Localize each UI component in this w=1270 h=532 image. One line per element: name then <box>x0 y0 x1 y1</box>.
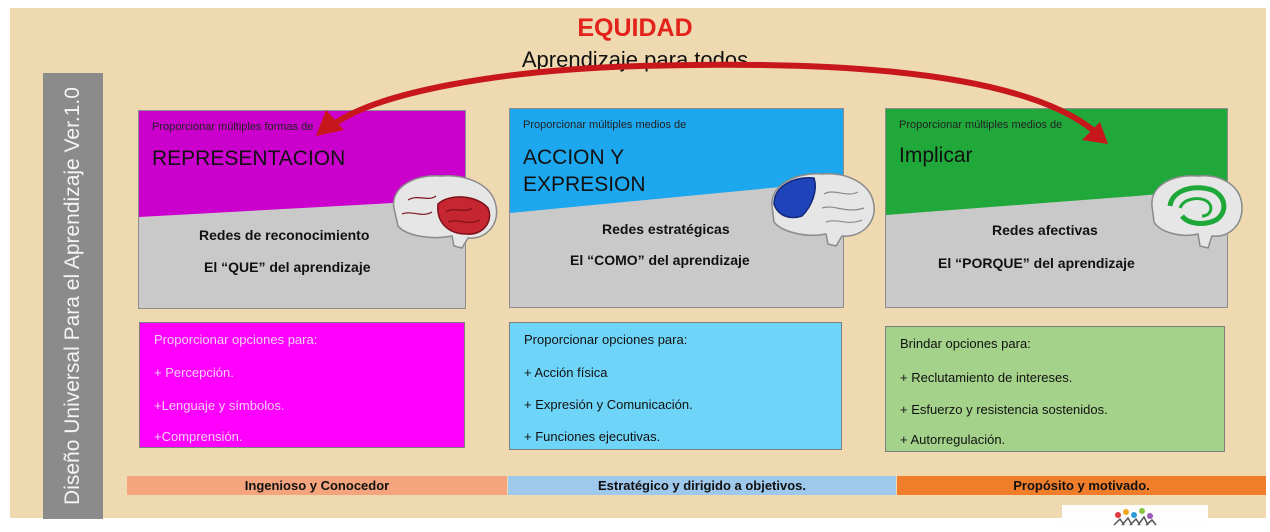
brain-temporal-lobe-icon <box>392 175 498 249</box>
option-item: +Lenguaje y símbolos. <box>154 398 285 413</box>
option-item: + Percepción. <box>154 365 234 380</box>
learning-what: El “COMO” del aprendizaje <box>570 252 750 268</box>
principle-intro: Proporcionar múltiples medios de <box>899 119 1063 131</box>
option-item: +Comprensión. <box>154 429 243 444</box>
principle-heading-line-1: ACCION Y <box>523 146 625 169</box>
learning-what: El “PORQUE” del aprendizaje <box>938 255 1135 271</box>
option-item: + Reclutamiento de intereses. <box>900 370 1073 385</box>
logo-panel <box>1062 505 1208 527</box>
option-item: + Funciones ejecutivas. <box>524 429 661 444</box>
learner-trait-band: Estratégico y dirigido a objetivos. <box>508 476 896 495</box>
principle-heading: Implicar <box>899 144 973 167</box>
options-title: Proporcionar opciones para: <box>154 332 318 347</box>
options-title: Brindar opciones para: <box>900 336 1031 351</box>
option-item: + Acción física <box>524 365 608 380</box>
colorful-people-logo-icon <box>1113 508 1157 526</box>
learner-trait-band: Ingenioso y Conocedor <box>127 476 507 495</box>
page-title: EQUIDAD <box>577 14 693 42</box>
network-name: Redes afectivas <box>992 222 1098 238</box>
learning-what: El “QUE” del aprendizaje <box>204 259 371 275</box>
options-box-representation: Proporcionar opciones para: + Percepción… <box>139 322 465 448</box>
principle-card-action: Proporcionar múltiples medios de ACCION … <box>509 108 844 308</box>
option-item: + Expresión y Comunicación. <box>524 397 693 412</box>
option-item: + Esfuerzo y resistencia sostenidos. <box>900 402 1108 417</box>
options-box-action: Proporcionar opciones para: + Acción fís… <box>509 322 842 450</box>
sidebar-label-panel <box>43 73 103 519</box>
brain-limbic-system-icon <box>1151 175 1243 249</box>
principle-heading: REPRESENTACION <box>152 147 346 170</box>
options-box-engagement: Brindar opciones para: + Reclutamiento d… <box>885 326 1225 452</box>
learner-trait-band: Propósito y motivado. <box>897 476 1266 495</box>
card-split-shape <box>139 111 465 308</box>
principle-heading-line-2: EXPRESION <box>523 173 646 196</box>
principle-intro: Proporcionar múltiples medios de <box>523 119 687 131</box>
option-item: + Autorregulación. <box>900 432 1006 447</box>
options-title: Proporcionar opciones para: <box>524 332 688 347</box>
network-name: Redes estratégicas <box>602 221 730 237</box>
brain-frontal-lobe-icon <box>771 173 875 247</box>
principle-intro: Proporcionar múltiples formas de <box>152 121 314 133</box>
network-name: Redes de reconocimiento <box>199 227 370 243</box>
